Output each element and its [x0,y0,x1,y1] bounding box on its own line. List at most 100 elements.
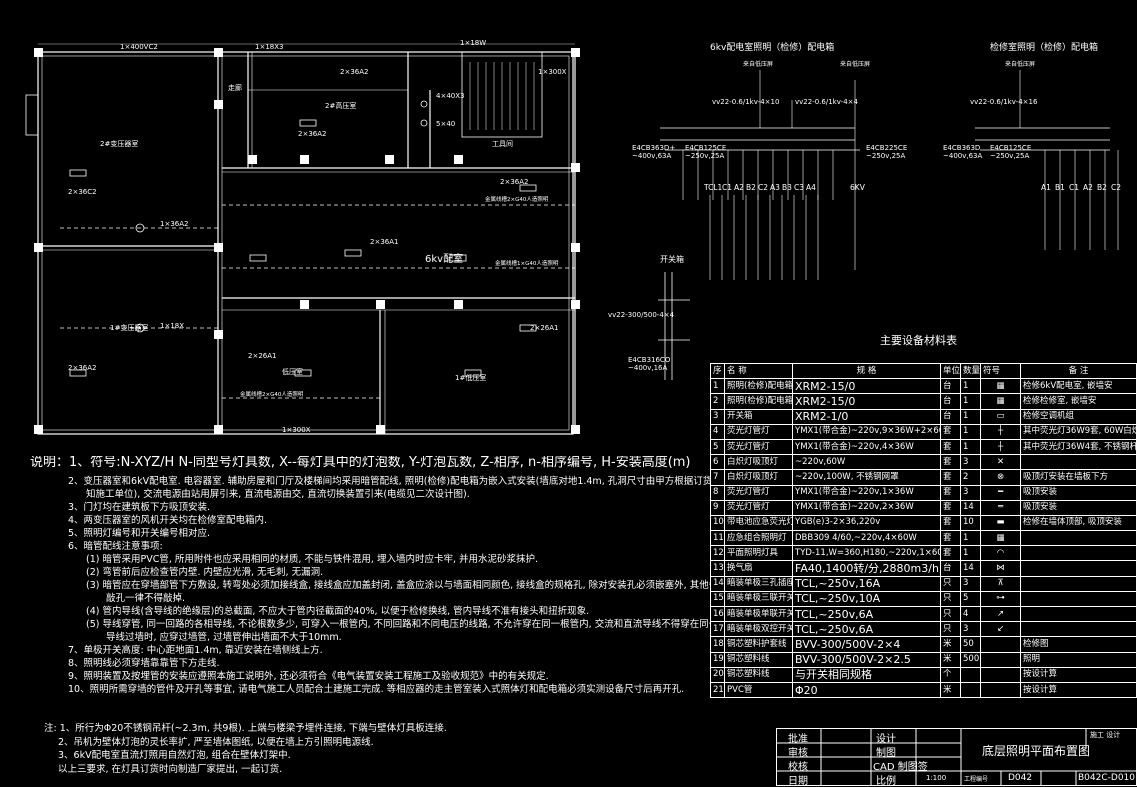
conduit-label: 金属线槽2×G40人造照明 [485,195,549,203]
table-cell: 9 [710,499,725,516]
table-cell: 套 [940,423,961,440]
bar3-icon: ▬ [996,517,1005,528]
table-cell: 7 [710,469,725,486]
table-cell: 个 [940,666,961,683]
table-cell: 铜芯塑料护套线 [724,636,793,653]
table-cell: 与开关相同规格 [792,666,941,683]
socket-icon: ⊼ [997,578,1004,589]
table-cell: 1 [960,393,981,410]
table-cell [960,681,981,699]
socket-symbol-icon: ⊼ [980,575,1021,592]
symbol-cell [980,636,1021,653]
table-cell: 1 [960,530,981,547]
table-cell: 3 [960,484,981,501]
x-symbol-icon: ✕ [980,454,1021,471]
switchbox-title: 开关箱 [660,254,684,264]
header-cell: 符号 [980,362,1021,380]
table-cell: 套 [940,530,961,547]
table-cell: 暗装单极双控开关 [724,621,793,638]
fixture-label: 1×36A2 [160,220,188,228]
feeder-label: B1 [1055,183,1065,192]
switch1-symbol-icon: ↗ [980,605,1021,623]
grid-symbol-icon: ▦ [980,393,1021,410]
switchbox-breaker: E4CB316CO [628,356,671,364]
table-cell: 16 [710,605,725,623]
table-cell: 台 [940,560,961,577]
table-cell: 17 [710,621,725,638]
feeder-label: C1 [1069,183,1079,192]
table-cell: 铜芯塑料线 [724,651,793,668]
drawing-title: 底层照明平面布置图 [982,744,1091,758]
floor-plan [25,43,580,435]
from-label: 来自低压屏 [743,60,773,68]
table-cell: 1 [960,423,981,440]
grid2-icon: ▦ [996,532,1005,543]
table-cell: 19 [710,651,725,668]
note-line: 9、照明装置及按埋管的安装应遵照本施工说明外, 还必须符合《电气装置安装工程施工… [68,671,549,682]
single-line-title-right: 检修室照明（检修）配电箱 [990,41,1098,53]
table-cell [1020,454,1137,471]
table-cell: 4 [960,605,981,623]
bar2-symbol-icon: ═ [980,499,1021,516]
table-cell: 应急组合照明灯 [724,530,793,547]
table-cell: 2 [710,393,725,410]
cable-label: vv22-0.6/1kv-4×16 [970,98,1038,106]
table-cell: 暗装单极三联开关 [724,590,793,608]
table-cell [1020,530,1137,547]
table-cell: 10 [710,514,725,532]
table-cell: 13 [710,560,725,577]
table-cell: 米 [940,681,961,699]
breaker-label: E4CB225CE [866,144,907,152]
switchbox-rating: ~400v,16A [628,364,668,372]
feeder-label: B3 [782,183,792,192]
design-notes: 说明：1、符号:N-XYZ/H N-同型号灯具数, X--每灯具中的灯泡数, Y… [30,456,710,696]
table-cell: 白炽灯吸顶灯 [724,454,793,471]
tb-label: 设计 [876,734,896,745]
table-cell: 台 [940,378,961,395]
table-cell: XRM2-1/0 [792,408,941,425]
table-cell: 照明 [1020,651,1137,668]
breaker-label: E4CB363D+ [632,144,675,152]
breaker-rating: ~400v,63A [943,152,983,160]
feeder-label: A1 [1041,183,1051,192]
table-cell: 4 [710,423,725,440]
bar3-symbol-icon: ▬ [980,514,1021,532]
symbol-cell [980,651,1021,668]
table-cell: Φ20 [792,681,941,699]
from-label: 来自低压屏 [840,60,870,68]
table-cell: 荧光灯管灯 [724,499,793,516]
line-cross-symbol-icon: ┼ [980,438,1021,456]
table-cell: 11 [710,530,725,547]
note-line: (3) 暗管应在穿墙部管下方敷设, 转弯处必须加接线盒, 接线盒应加盖封闭, 盖… [86,580,710,591]
feeder-label: C3 [794,183,804,192]
fixture-label: 5×40 [436,120,455,128]
table-cell: 吸顶灯安装在墙板下方 [1020,469,1137,486]
rect-icon: ▭ [996,411,1005,422]
table-cell [960,666,981,683]
table-cell: TYD-11,W=360,H180,~220v,1×60W [792,545,941,562]
conduit-label: 金属线槽1×G40人造照明 [495,259,559,267]
table-cell: 5 [960,590,981,608]
switch3-icon: ⊶ [996,593,1005,604]
table-cell: 暗装单极三孔插座 [724,575,793,592]
table-cell: YMX1(带合金)~220v,1×36W [792,484,941,501]
note-line: 2、变压器室和6kV配电室. 电容器室. 辅助房屋和门厅及楼梯间均采用暗管配线,… [68,476,710,487]
feeder-label: C2 [1111,183,1121,192]
table-cell: 1 [960,438,981,456]
table-cell: 照明(检修)配电箱 [724,378,793,395]
table-cell: ~220v,60W [792,454,941,471]
switch3-symbol-icon: ⊶ [980,590,1021,608]
table-cell: 14 [960,560,981,577]
fan-symbol-icon: ⋈ [980,560,1021,577]
tb-drawing-no: B042C-D0101- [1078,773,1136,783]
tb-drawing-no-label: D042 [1008,773,1033,783]
